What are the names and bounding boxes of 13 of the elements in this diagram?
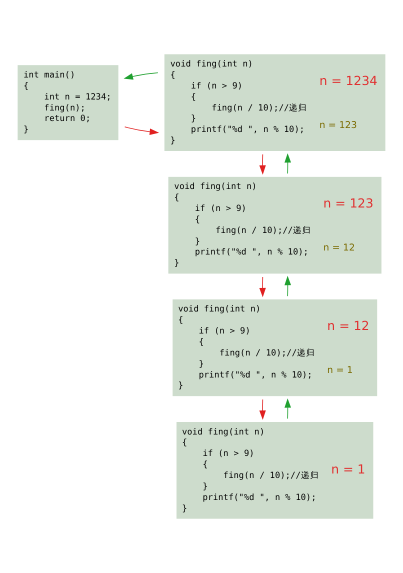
node-box: void fing(int n) { if (n > 9) { fing(n / 10);//递归 } printf("%d ", n % 10); } n = 12 n = 1: [172, 299, 378, 396]
node-box: int main() { int n = 1234; fing(n); return 0; }: [18, 65, 118, 140]
arrow: [284, 276, 292, 296]
node-box: void fing(int n) { if (n > 9) { fing(n / 10);//递归 } printf("%d ", n % 10); } n = 123 n = 12: [168, 176, 382, 274]
arrow: [284, 153, 292, 174]
arrow: [259, 154, 266, 175]
arrow: [259, 399, 266, 420]
node-box: void fing(int n) { if (n > 9) { fing(n / 10);//递归 } printf("%d ", n % 10); } n = 1234 n = 123: [164, 54, 386, 152]
arrow: [259, 276, 266, 298]
arrow: [124, 72, 158, 80]
arrow: [124, 126, 160, 136]
arrow: [284, 398, 292, 420]
node-box: void fing(int n) { if (n > 9) { fing(n / 10);//递归 } printf("%d ", n % 10); } n = 1: [176, 422, 374, 519]
